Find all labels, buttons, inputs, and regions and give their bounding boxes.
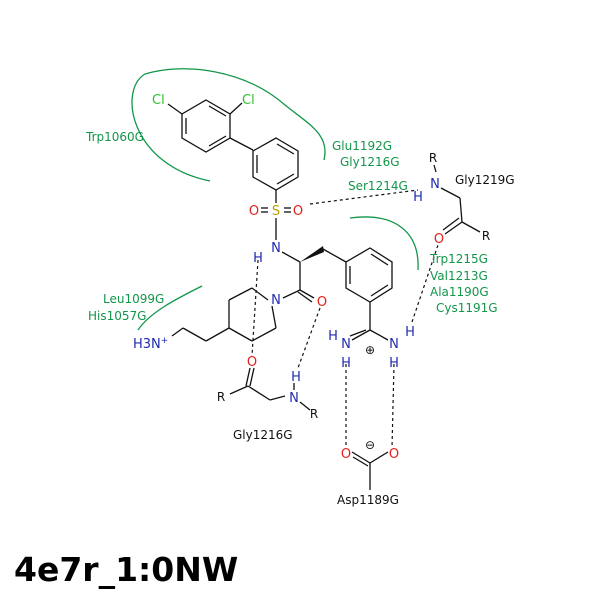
- chlorine-right: Cl: [242, 93, 255, 108]
- sulfonamide-nitrogen: N: [271, 241, 281, 256]
- sulfonamide-hydrogen: H: [253, 251, 263, 266]
- amidine-nitrogen-right: N: [389, 337, 399, 352]
- ser-r: R: [429, 151, 437, 165]
- benzamidine-ring: [345, 247, 393, 341]
- gly-hydrogen: H: [291, 370, 301, 385]
- residue-leu1099: Leu1099G: [103, 292, 164, 306]
- phenyl-ring: [252, 137, 299, 203]
- residue-gly1216-top: Gly1216G: [340, 155, 400, 169]
- acceptor-oxygen: O: [247, 355, 257, 370]
- amidine-hydrogen-right-down: H: [389, 356, 399, 371]
- amidine-hydrogen-left-up: H: [328, 329, 338, 344]
- residue-gly1219: Gly1219G: [455, 173, 515, 187]
- asp1189-carboxylate: [351, 451, 389, 490]
- amide-oxygen: O: [317, 295, 327, 310]
- residue-val1213: Val1213G: [430, 269, 488, 283]
- hydrophobic-arc-left: [137, 285, 203, 331]
- residue-cys1191: Cys1191G: [436, 301, 498, 315]
- residue-ser1214: Ser1214G: [348, 179, 408, 193]
- biaryl-bond: [229, 137, 254, 151]
- gly1216-fragment: [229, 367, 311, 411]
- residue-ala1190: Ala1190G: [430, 285, 489, 299]
- sulfonyl-bonds: [261, 207, 291, 240]
- gly1219-fragment: [433, 164, 481, 235]
- asp-oxygen-left: O: [341, 447, 351, 462]
- gly1219-oxygen: O: [434, 232, 444, 247]
- residue-trp1215: Trp1215G: [429, 252, 488, 266]
- sulfonyl-oxygen-right: O: [293, 204, 303, 219]
- ser-hydrogen: H: [413, 190, 423, 205]
- amidine-hydrogen-left-down: H: [341, 356, 351, 371]
- residue-asp1189: Asp1189G: [337, 493, 399, 507]
- dichlorophenyl-ring: [167, 99, 243, 153]
- residue-glu1192: Glu1192G: [332, 139, 392, 153]
- hydrophobic-arc-top: [131, 68, 326, 182]
- amidine-charge: ⊕: [365, 343, 375, 357]
- ammonium-group: H3N+: [133, 336, 168, 352]
- hydrogen-bonds: [251, 189, 439, 449]
- sulfur-atom: S: [272, 204, 280, 219]
- amidine-nitrogen-left: N: [341, 337, 351, 352]
- gly-r-left: R: [217, 390, 225, 404]
- amidine-hydrogen-right-up: H: [405, 325, 415, 340]
- backbone-bonds: [281, 246, 347, 303]
- sulfonyl-oxygen-left: O: [249, 204, 259, 219]
- gly-nitrogen: N: [289, 391, 299, 406]
- piperidine-ring: [171, 287, 277, 342]
- chlorine-left: Cl: [152, 93, 165, 108]
- residue-gly1216-bottom: Gly1216G: [233, 428, 293, 442]
- asp-oxygen-right: O: [389, 447, 399, 462]
- hydrophobic-arc-right: [349, 216, 419, 271]
- piperidine-nitrogen: N: [271, 293, 281, 308]
- diagram-title: 4e7r_1:0NW: [14, 550, 239, 589]
- gly-r-right: R: [310, 407, 318, 421]
- residue-his1057: His1057G: [88, 309, 146, 323]
- gly1219-r: R: [482, 229, 490, 243]
- residue-trp1060: Trp1060G: [85, 130, 144, 144]
- carboxylate-charge: ⊖: [365, 438, 375, 452]
- ser-nitrogen: N: [430, 177, 440, 192]
